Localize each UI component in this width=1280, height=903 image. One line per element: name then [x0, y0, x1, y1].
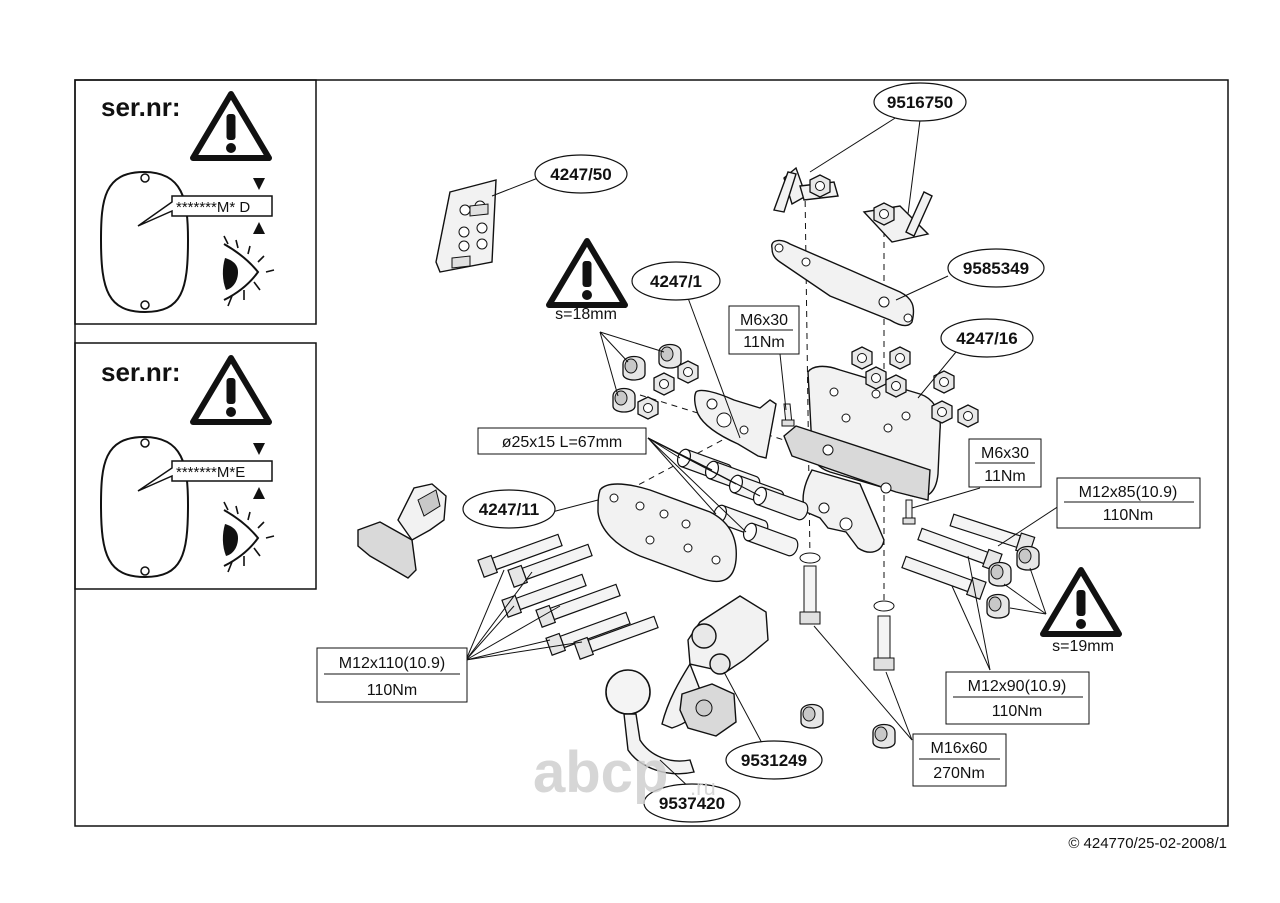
wrench-size-18: s=18mm [555, 306, 617, 323]
serial-code-bottom: *******M*E [176, 464, 245, 481]
lock-mechanism-part [357, 483, 447, 579]
svg-text:270Nm: 270Nm [933, 765, 985, 782]
svg-text:9531249: 9531249 [741, 751, 807, 770]
warning-icon [1043, 570, 1119, 634]
bolt-m16x60-group [799, 552, 895, 671]
callout-9537420: 9537420 [643, 783, 741, 823]
spacer-label: ø25x15 L=67mm [477, 427, 647, 455]
eye-icon [222, 501, 275, 573]
svg-text:11Nm: 11Nm [984, 468, 1026, 485]
svg-text:110Nm: 110Nm [367, 682, 417, 699]
svg-text:110Nm: 110Nm [992, 703, 1042, 720]
svg-text:4247/50: 4247/50 [550, 165, 611, 184]
electrical-bracket-part [435, 179, 497, 273]
spec-m16x60: M16x60 270Nm [912, 733, 1007, 787]
svg-text:M6x30: M6x30 [981, 445, 1029, 462]
screw-m6x30 [781, 403, 795, 427]
svg-text:9537420: 9537420 [659, 794, 725, 813]
tow-ball-part [605, 595, 769, 775]
callout-4247-1: 4247/1 [631, 261, 721, 301]
spec-m6x30-a: M6x30 11Nm [728, 305, 800, 355]
callout-9585349: 9585349 [947, 248, 1045, 288]
svg-text:M12x85(10.9): M12x85(10.9) [1079, 484, 1178, 501]
copyright-text: © 424770/25-02-2008/1 [1068, 835, 1227, 852]
callout-4247-11: 4247/11 [462, 489, 556, 529]
warning-icon [193, 358, 269, 422]
svg-text:4247/11: 4247/11 [479, 500, 540, 519]
main-bracket-part [783, 365, 941, 553]
svg-text:M6x30: M6x30 [740, 312, 788, 329]
svg-text:4247/1: 4247/1 [650, 272, 702, 291]
svg-text:110Nm: 110Nm [1103, 507, 1153, 524]
reinforcement-strip-part [771, 239, 915, 327]
warning-icon [193, 94, 269, 158]
eye-icon [222, 235, 275, 307]
callout-9516750: 9516750 [873, 82, 967, 122]
svg-text:9585349: 9585349 [963, 259, 1029, 278]
serial-panel-top: ser.nr: *******M* D [74, 79, 317, 325]
serial-panel-bottom: ser.nr: *******M*E [74, 342, 317, 590]
spec-m12x85: M12x85(10.9) 110Nm [1056, 477, 1201, 529]
screw-m6x30 [902, 499, 916, 525]
callout-4247-16: 4247/16 [940, 318, 1034, 358]
spec-m12x90: M12x90(10.9) 110Nm [945, 671, 1090, 725]
svg-text:11Nm: 11Nm [743, 334, 785, 351]
serial-label-bottom: ser.nr: [101, 357, 181, 387]
wrench-size-19: s=19mm [1052, 638, 1114, 655]
watermark: abcp .ru [533, 740, 716, 805]
warning-icon [549, 241, 625, 305]
svg-text:M12x90(10.9): M12x90(10.9) [968, 678, 1067, 695]
callout-4247-50: 4247/50 [534, 154, 628, 194]
spec-m6x30-b: M6x30 11Nm [968, 438, 1042, 488]
svg-text:.ru: .ru [690, 775, 716, 800]
spec-m12x110: M12x110(10.9) 110Nm [316, 647, 468, 703]
callout-9531249: 9531249 [725, 740, 823, 780]
svg-text:M12x110(10.9): M12x110(10.9) [339, 655, 445, 672]
svg-text:abcp: abcp [533, 740, 668, 805]
svg-text:9516750: 9516750 [887, 93, 953, 112]
serial-label-top: ser.nr: [101, 92, 181, 122]
serial-code-top: *******M* D [176, 199, 250, 216]
clamp-plate-part [773, 166, 933, 243]
svg-text:M16x60: M16x60 [931, 740, 988, 757]
svg-text:ø25x15 L=67mm: ø25x15 L=67mm [502, 434, 623, 451]
svg-text:4247/16: 4247/16 [956, 329, 1017, 348]
back-plate-part [597, 483, 737, 583]
nut-group [800, 703, 896, 749]
